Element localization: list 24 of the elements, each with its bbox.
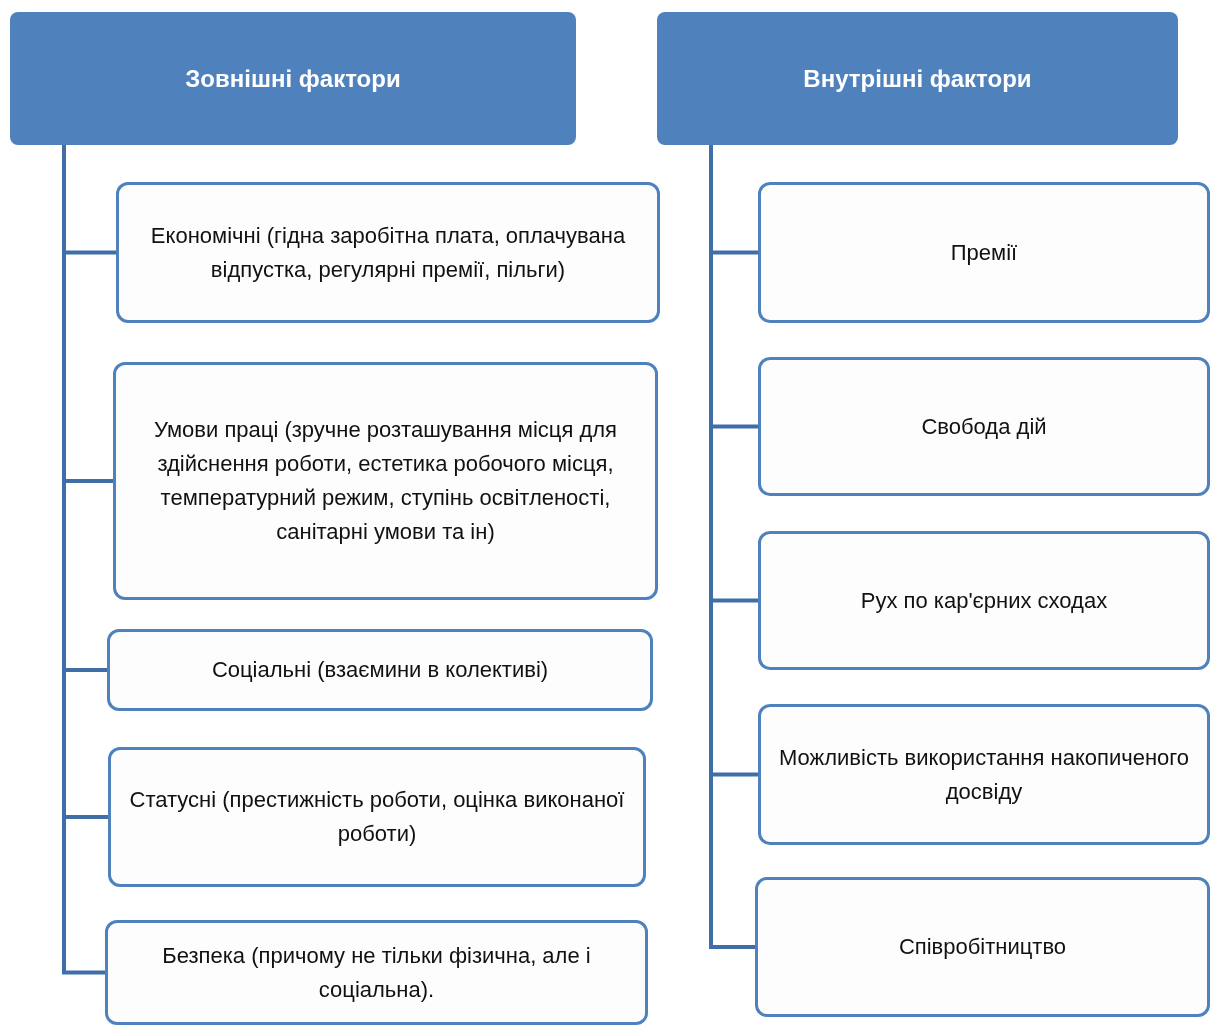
factor-text: Умови праці (зручне розташування місця для здійснення роботи, естетика робочого місця, температурний режим, ступінь освітленості, санітарні умови та ін) xyxy=(153,416,618,546)
factor-box xyxy=(107,629,653,711)
header-text: Зовнішні фактори xyxy=(185,63,401,94)
factor-box xyxy=(758,531,1210,670)
factor-box xyxy=(758,182,1210,323)
factor-box xyxy=(755,877,1210,1017)
factor-box xyxy=(113,362,658,600)
factor-text: Премії xyxy=(950,238,1018,267)
factor-box xyxy=(758,704,1210,845)
factor-text: Свобода дій xyxy=(921,412,1047,441)
header-text: Внутрішні фактори xyxy=(803,63,1032,94)
factor-text: Співробітництво xyxy=(898,933,1067,961)
factor-text: Рух по кар'єрних сходах xyxy=(860,586,1108,615)
factor-box xyxy=(105,920,648,1025)
factor-text: Можливість використання накопиченого досвіду xyxy=(777,743,1191,806)
factor-text: Безпека (причому не тільки фізична, але і соціальна). xyxy=(161,941,592,1004)
header-box xyxy=(10,12,576,145)
factor-text: Соціальні (взаємини в колективі) xyxy=(211,656,549,684)
factor-text: Економічні (гідна заробітна плата, оплачувана відпустка, регулярні премії, пільги) xyxy=(149,221,627,284)
factor-box xyxy=(108,747,646,887)
factor-text: Статусні (престижність роботи, оцінка виконаної роботи) xyxy=(128,786,626,848)
factor-box xyxy=(116,182,660,323)
header-box xyxy=(657,12,1178,145)
factor-box xyxy=(758,357,1210,496)
